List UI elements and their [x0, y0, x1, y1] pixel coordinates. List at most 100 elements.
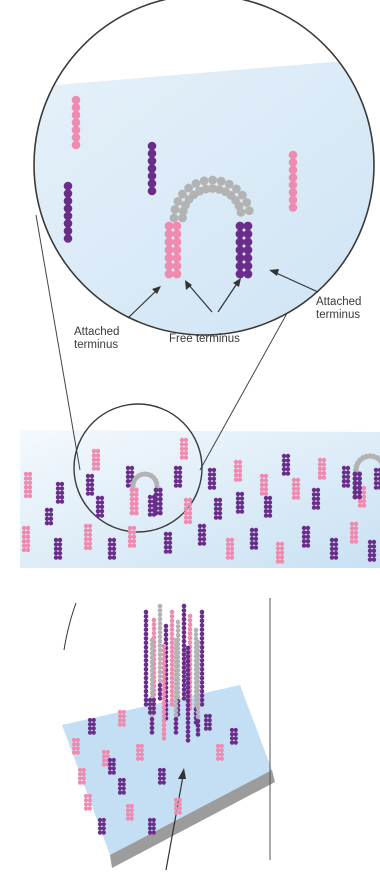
bead	[84, 794, 88, 798]
bead	[264, 478, 268, 482]
bead	[322, 458, 326, 462]
bead	[90, 487, 94, 491]
bead	[136, 752, 140, 756]
bead	[162, 692, 167, 697]
bead	[174, 483, 178, 487]
bead	[144, 645, 149, 650]
bead	[216, 748, 220, 752]
bead	[184, 520, 188, 524]
bead	[150, 721, 155, 726]
bead	[173, 238, 182, 247]
bead	[184, 447, 188, 451]
bead	[158, 497, 163, 502]
bead	[182, 661, 187, 666]
bead	[194, 632, 199, 637]
bead	[234, 732, 238, 736]
bead	[196, 688, 201, 693]
bead	[198, 524, 202, 528]
bead	[118, 710, 122, 714]
bead	[64, 212, 73, 221]
bead	[236, 230, 245, 239]
bead	[96, 513, 100, 517]
bead	[92, 462, 96, 466]
bead	[322, 475, 326, 479]
bead	[122, 710, 126, 714]
bead	[186, 655, 191, 660]
bead	[118, 714, 122, 718]
bead	[56, 482, 60, 486]
bead	[174, 704, 179, 709]
bead	[236, 505, 240, 509]
bead	[162, 675, 167, 680]
bead	[144, 654, 149, 659]
bead	[60, 486, 64, 490]
bead	[100, 496, 104, 500]
bead	[90, 491, 94, 495]
bead	[312, 505, 316, 509]
bead	[188, 502, 192, 506]
bead	[112, 771, 116, 775]
bead	[72, 111, 81, 120]
bead	[162, 644, 167, 649]
bead	[188, 515, 192, 519]
bead	[158, 621, 163, 626]
bead	[238, 464, 242, 468]
bead	[182, 643, 187, 648]
bead	[236, 246, 245, 255]
bead	[238, 473, 242, 477]
bead	[78, 772, 82, 776]
bead	[346, 483, 350, 487]
bead	[374, 472, 378, 476]
bead	[96, 500, 100, 504]
bead	[150, 660, 155, 665]
bead	[200, 176, 209, 185]
bead	[212, 468, 216, 472]
bead	[362, 486, 366, 490]
bead	[312, 488, 316, 492]
bead	[236, 222, 245, 231]
bead	[264, 500, 268, 504]
bead	[346, 479, 350, 483]
bead	[162, 776, 166, 780]
bead	[218, 511, 222, 515]
bead	[72, 133, 81, 142]
bead	[280, 546, 284, 550]
bead	[86, 487, 90, 491]
bead	[174, 475, 178, 479]
bead	[306, 526, 310, 530]
bead	[174, 691, 179, 696]
bead	[154, 488, 159, 493]
bead	[292, 491, 296, 495]
bead	[292, 487, 296, 491]
bead	[148, 142, 157, 151]
bead	[170, 636, 175, 641]
bead	[200, 649, 205, 654]
bead	[158, 679, 163, 684]
bead	[234, 728, 238, 732]
bead	[72, 738, 76, 742]
bead	[49, 508, 53, 512]
bead	[126, 475, 130, 479]
bead	[318, 467, 322, 471]
bead	[178, 479, 182, 483]
bead	[54, 547, 58, 551]
bead	[162, 723, 167, 728]
bead	[60, 495, 64, 499]
bead	[148, 711, 152, 715]
bead	[214, 511, 218, 515]
bead	[182, 665, 187, 670]
bead	[196, 644, 201, 649]
bead	[158, 511, 163, 516]
bead	[296, 491, 300, 495]
bead	[152, 698, 156, 702]
bead	[264, 487, 268, 491]
bead	[122, 718, 126, 722]
bead	[240, 492, 244, 496]
bead	[208, 718, 212, 722]
bead	[144, 698, 149, 703]
bead	[162, 670, 167, 675]
bead	[28, 481, 32, 485]
bead	[268, 496, 272, 500]
bead	[312, 492, 316, 496]
